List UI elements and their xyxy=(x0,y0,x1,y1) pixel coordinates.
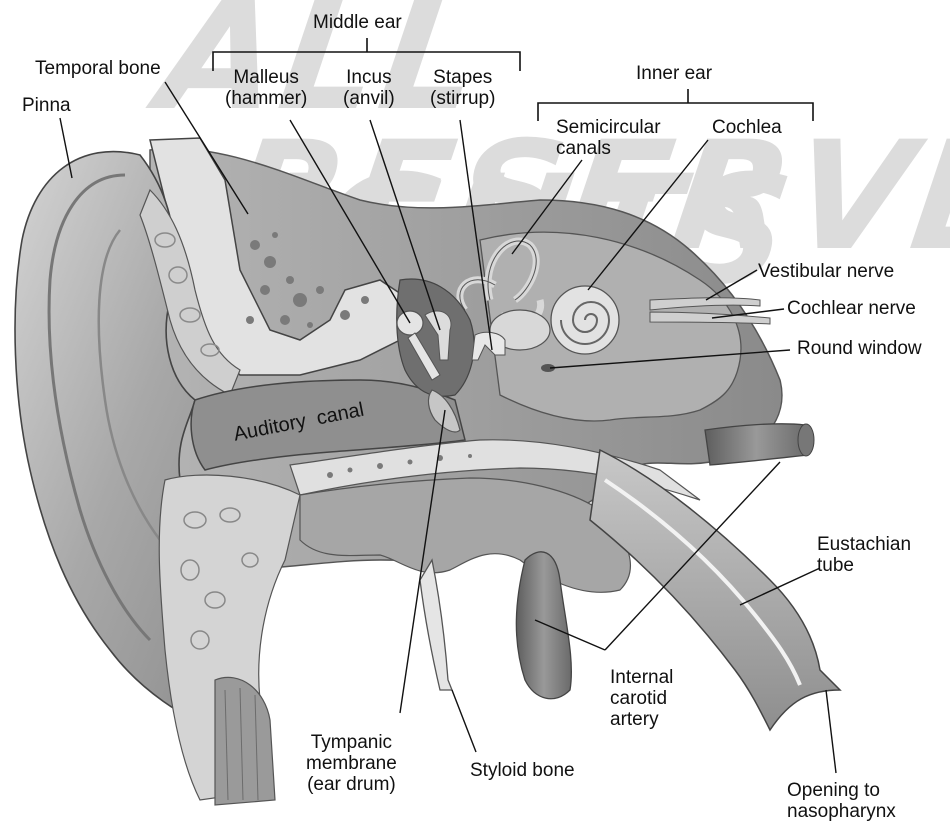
stapes-label: Stapes (stirrup) xyxy=(430,67,495,109)
tympanic-membrane-label: Tympanic membrane (ear drum) xyxy=(306,732,397,795)
opening-to-nasopharynx-label: Opening to nasopharynx xyxy=(787,780,896,822)
cochlear-nerve-label: Cochlear nerve xyxy=(787,298,916,319)
eustachian-tube-label: Eustachian tube xyxy=(817,534,911,576)
styloid-bone xyxy=(420,560,452,690)
incus-label: Incus (anvil) xyxy=(343,67,395,109)
round-window-label: Round window xyxy=(797,338,922,359)
vestibular-nerve-label: Vestibular nerve xyxy=(758,261,894,282)
inner-ear-label: Inner ear xyxy=(636,63,712,84)
semicircular-canals-label: Semicircular canals xyxy=(556,117,661,159)
neck-muscle xyxy=(215,677,275,805)
cochlear-nerve-bundle xyxy=(650,312,770,324)
cochlea-shape xyxy=(551,286,619,354)
temporal-bone-label: Temporal bone xyxy=(35,58,161,79)
vessel-stub xyxy=(705,424,808,465)
styloid-bone-label: Styloid bone xyxy=(470,760,575,781)
internal-carotid-artery-label: Internal carotid artery xyxy=(610,667,673,730)
middle-ear-label: Middle ear xyxy=(313,12,402,33)
cochlea-label: Cochlea xyxy=(712,117,782,138)
malleus-label: Malleus (hammer) xyxy=(225,67,307,109)
pinna-label: Pinna xyxy=(22,95,71,116)
vessel-opening xyxy=(798,424,814,456)
